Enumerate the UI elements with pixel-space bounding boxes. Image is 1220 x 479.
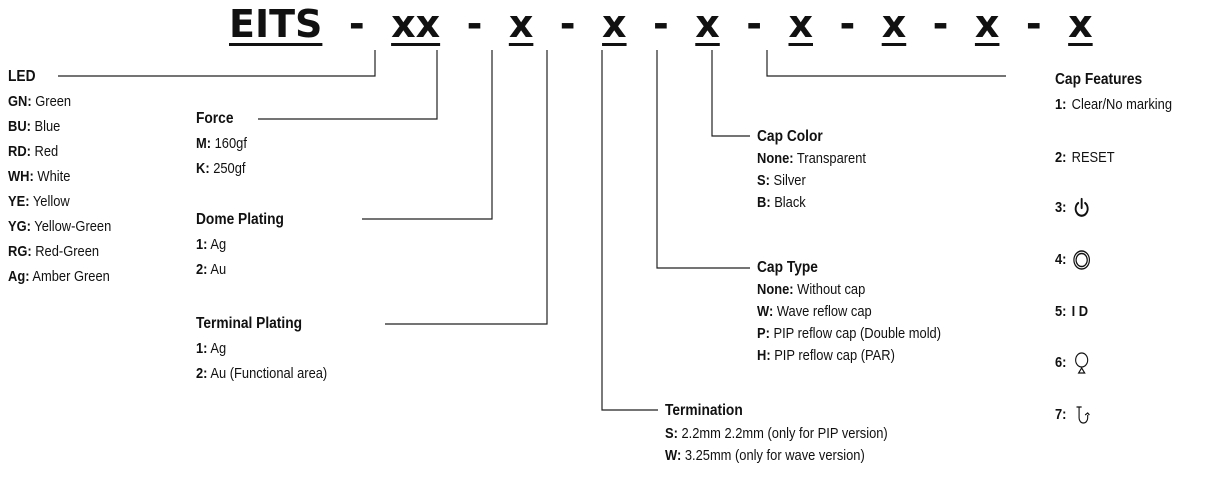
cap-color-block: Cap Color None: Transparent S: Silver B:… — [757, 126, 866, 214]
cap-type-option: W: Wave reflow cap — [757, 303, 872, 320]
part-number-code: EITS - xx - x - x - x - x - x - x - x — [229, 0, 1093, 48]
termination-option: W: 3.25mm (only for wave version) — [665, 447, 865, 464]
termination-connector — [601, 50, 658, 411]
cap-feature-option: 7: — [1055, 402, 1092, 428]
separator: - — [733, 2, 776, 46]
cap-feature-option: 1: Clear/No marking — [1055, 96, 1173, 113]
segment-cap-features: x — [1068, 2, 1093, 46]
cap-color-heading: Cap Color — [757, 128, 823, 145]
cap-type-block: Cap Type None: Without cap W: Wave reflo… — [757, 257, 941, 367]
dome-plating-option: 2: Au — [196, 261, 227, 278]
cap-type-connector — [656, 50, 750, 269]
cap-features-heading: Cap Features — [1055, 71, 1143, 88]
segment-dome-plating: x — [602, 2, 627, 46]
led-option: RD: Red — [8, 143, 59, 160]
led-option: YG: Yellow-Green — [8, 218, 112, 235]
led-option: WH: White — [8, 168, 71, 185]
double-circle-icon — [1073, 250, 1091, 270]
segment-led: xx — [391, 2, 441, 46]
segment-cap-color: x — [974, 2, 1000, 46]
terminal-plating-option: 2: Au (Functional area) — [196, 365, 328, 382]
terminal-plating-connector — [385, 50, 548, 325]
cap-color-option: None: Transparent — [757, 150, 866, 167]
separator: - — [335, 2, 378, 46]
separator: - — [546, 2, 589, 46]
dome-plating-block: Dome Plating 1: Ag 2: Au — [196, 207, 284, 282]
cap-features-block: Cap Features 1: Clear/No marking 2: RESE… — [1055, 67, 1172, 424]
separator: - — [453, 2, 496, 46]
cap-color-option: S: Silver — [757, 172, 806, 189]
segment-terminal-plating: x — [695, 2, 720, 46]
cap-feature-option: 3: — [1055, 195, 1092, 221]
termination-option: S: 2.2mm 2.2mm (only for PIP version) — [665, 425, 888, 442]
cap-feature-option: 5: I D — [1055, 303, 1089, 320]
segment-termination: x — [788, 2, 813, 46]
segment-force: x — [508, 2, 534, 46]
force-connector — [258, 50, 438, 120]
power-symbol-icon — [1075, 197, 1089, 217]
separator: - — [919, 2, 962, 46]
cap-type-option: None: Without cap — [757, 281, 866, 298]
cap-type-option: H: PIP reflow cap (PAR) — [757, 347, 895, 364]
terminal-plating-heading: Terminal Plating — [196, 315, 303, 332]
separator: - — [639, 2, 683, 46]
cap-type-option: P: PIP reflow cap (Double mold) — [757, 325, 942, 342]
force-heading: Force — [196, 110, 234, 127]
cap-feature-option: 2: RESET — [1055, 149, 1115, 166]
cap-features-connector — [766, 50, 1006, 77]
circle-with-triangle-icon — [1075, 352, 1089, 374]
force-block: Force M: 160gf K: 250gf — [196, 106, 247, 181]
led-option: Ag: Amber Green — [8, 268, 110, 285]
dome-plating-option: 1: Ag — [196, 236, 227, 253]
separator: - — [826, 2, 869, 46]
led-heading: LED — [8, 68, 36, 85]
terminal-plating-option: 1: Ag — [196, 340, 227, 357]
separator: - — [1012, 2, 1055, 46]
led-option: RG: Red-Green — [8, 243, 100, 260]
led-option: GN: Green — [8, 93, 72, 110]
part-prefix: EITS — [229, 2, 323, 46]
cap-feature-option: 6: — [1055, 350, 1092, 376]
terminal-plating-block: Terminal Plating 1: Ag 2: Au (Functional… — [196, 311, 327, 386]
segment-cap-type: x — [881, 2, 907, 46]
dome-plating-heading: Dome Plating — [196, 211, 284, 228]
cap-color-option: B: Black — [757, 194, 806, 211]
cap-color-connector — [711, 50, 750, 137]
led-option: YE: Yellow — [8, 193, 70, 210]
cap-feature-option: 4: — [1055, 247, 1092, 273]
led-option: BU: Blue — [8, 118, 61, 135]
dome-plating-connector — [362, 50, 493, 220]
termination-heading: Termination — [665, 402, 743, 419]
force-option: M: 160gf — [196, 135, 247, 152]
force-option: K: 250gf — [196, 160, 246, 177]
led-connector — [58, 50, 376, 77]
hook-symbol-icon — [1076, 406, 1091, 424]
led-block: LED GN: Green BU: Blue RD: Red WH: White… — [8, 64, 111, 289]
termination-block: Termination S: 2.2mm 2.2mm (only for PIP… — [665, 398, 888, 467]
cap-type-heading: Cap Type — [757, 259, 818, 276]
